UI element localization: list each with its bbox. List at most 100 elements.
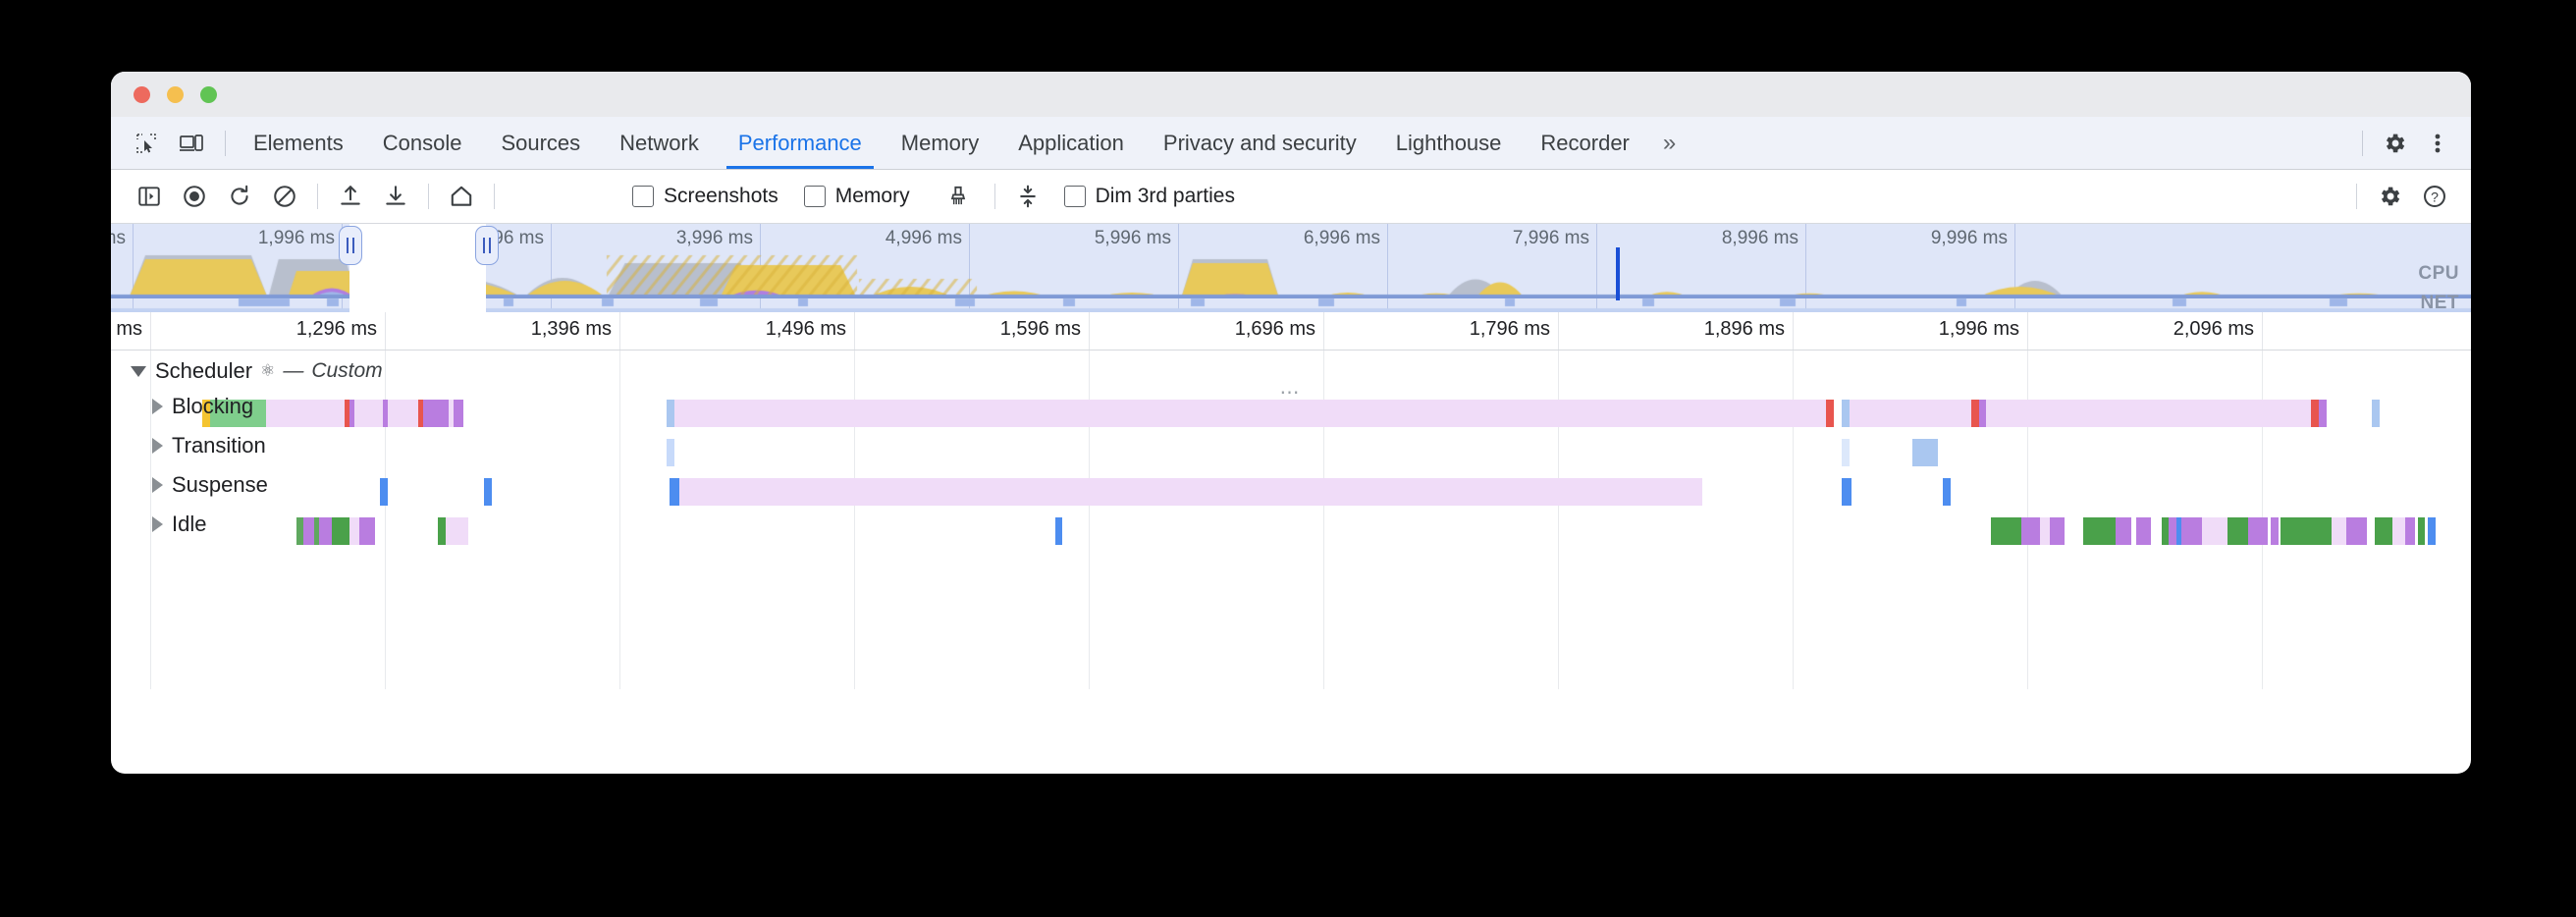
checkbox-box[interactable] [803,186,826,207]
flame-bar[interactable] [2161,517,2170,545]
download-profile-icon[interactable] [373,177,418,216]
screenshots-checkbox[interactable]: Screenshots [632,185,778,208]
flame-bar[interactable] [318,517,332,545]
flame-bar[interactable] [1991,517,2022,545]
flame-bar[interactable] [313,517,319,545]
flame-bar[interactable] [2049,517,2066,545]
flame-bar[interactable] [349,517,360,545]
device-toolbar-icon[interactable] [172,124,211,163]
track-label-suspense[interactable]: Suspense [152,472,268,498]
memory-checkbox[interactable]: Memory [803,185,910,208]
tab-network[interactable]: Network [600,117,719,169]
flame-bar[interactable] [1054,517,1063,545]
flame-bar[interactable] [2374,517,2392,545]
flame-bar[interactable] [2039,517,2050,545]
expand-caret-icon[interactable] [152,516,163,532]
detail-timeline-ruler[interactable]: 1,196 ms1,296 ms1,396 ms1,496 ms1,596 ms… [111,312,2471,351]
flame-bar[interactable] [295,517,304,545]
toggle-sidebar-icon[interactable] [127,177,172,216]
flame-bar[interactable] [331,517,349,545]
more-options-icon[interactable] [2418,124,2457,163]
flame-bar[interactable] [2116,517,2131,545]
tab-memory[interactable]: Memory [882,117,998,169]
track-label-transition[interactable]: Transition [152,433,266,458]
flame-bar[interactable] [453,400,464,427]
track-label-idle[interactable]: Idle [152,512,206,537]
flame-bar[interactable] [2311,400,2319,427]
expand-caret-icon[interactable] [152,477,163,493]
flame-bar[interactable] [2318,400,2327,427]
overview-selection-window[interactable] [349,224,486,312]
flame-bar[interactable] [2372,400,2380,427]
flame-bar[interactable] [2404,517,2416,545]
track-row-transition[interactable]: Transition [111,433,2471,472]
flame-bar[interactable] [1841,400,1850,427]
tab-sources[interactable]: Sources [481,117,600,169]
flame-bar[interactable] [2176,517,2182,545]
expand-caret-icon[interactable] [152,399,163,414]
flame-bar[interactable] [1841,439,1850,466]
flame-bar[interactable] [2428,517,2436,545]
flame-bar[interactable] [2247,517,2269,545]
flame-bar[interactable] [2331,517,2347,545]
flame-bar[interactable] [448,400,454,427]
record-icon[interactable] [172,177,217,216]
close-window-icon[interactable] [134,86,150,103]
expand-caret-icon[interactable] [152,438,163,454]
upload-profile-icon[interactable] [328,177,373,216]
flame-bar[interactable] [359,517,375,545]
dim-3rd-parties-checkbox[interactable]: Dim 3rd parties [1063,185,1235,208]
flame-bar[interactable] [265,400,345,427]
flame-bar[interactable] [1826,400,1835,427]
overview-right-handle[interactable] [475,226,499,265]
flame-bar[interactable] [679,478,1702,506]
collect-garbage-brush-icon[interactable] [936,177,981,216]
checkbox-box[interactable] [632,186,654,207]
flame-bar[interactable] [2270,517,2279,545]
flame-bar[interactable] [1970,400,1979,427]
home-icon[interactable] [439,177,484,216]
flame-bar[interactable] [349,400,355,427]
flame-bar[interactable] [387,400,418,427]
flame-bar[interactable] [354,400,383,427]
track-row-suspense[interactable]: Suspense [111,472,2471,512]
flame-bar[interactable] [2082,517,2117,545]
flame-bar[interactable] [344,400,349,427]
tab-performance[interactable]: Performance [719,117,882,169]
flame-bar[interactable] [667,439,674,466]
help-icon[interactable]: ? [2412,177,2457,216]
flame-bar[interactable] [1943,478,1952,506]
flame-bar[interactable] [667,400,674,427]
flame-bar[interactable] [303,517,314,545]
timeline-overview[interactable]: 996 ms1,996 ms2,996 ms3,996 ms4,996 ms5,… [111,224,2471,312]
flame-bar[interactable] [417,400,423,427]
tab-recorder[interactable]: Recorder [1521,117,1648,169]
maximize-window-icon[interactable] [200,86,217,103]
track-label-blocking[interactable]: Blocking [152,394,253,419]
flame-bar[interactable] [422,400,449,427]
more-tabs-icon[interactable]: » [1649,117,1690,169]
reload-and-record-icon[interactable] [217,177,262,216]
flame-bar[interactable] [1978,400,1987,427]
scheduler-group-label[interactable]: Scheduler ⚛ — Custom [131,358,383,384]
flame-bar[interactable] [2135,517,2152,545]
flame-bar[interactable] [438,517,447,545]
overview-left-handle[interactable] [339,226,362,265]
flame-bar[interactable] [2169,517,2177,545]
tab-lighthouse[interactable]: Lighthouse [1376,117,1522,169]
flame-bar[interactable] [2391,517,2405,545]
flame-bar[interactable] [209,400,266,427]
flame-bar[interactable] [2181,517,2202,545]
flame-bar[interactable] [2346,517,2367,545]
tab-console[interactable]: Console [363,117,482,169]
flame-bar[interactable] [2281,517,2332,545]
inspect-element-icon[interactable] [127,124,166,163]
tab-application[interactable]: Application [998,117,1144,169]
checkbox-box[interactable] [1063,186,1086,207]
flame-bar[interactable] [669,478,680,506]
flame-bar[interactable] [382,400,388,427]
flame-bar[interactable] [2417,517,2426,545]
flame-bar[interactable] [380,478,388,506]
tab-elements[interactable]: Elements [234,117,363,169]
collapse-caret-icon[interactable] [131,365,146,377]
